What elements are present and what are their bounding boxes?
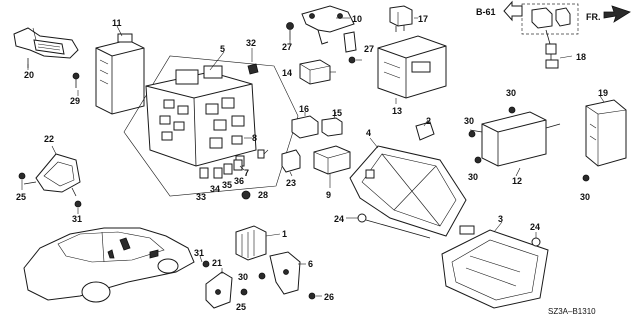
callout-20: 20 [24, 70, 34, 80]
part-30a-bolt [508, 106, 516, 114]
callout-26: 26 [324, 292, 334, 302]
callout-13: 13 [392, 106, 402, 116]
part-6-bracket [269, 251, 301, 295]
part-24b-clip [531, 237, 541, 247]
leader-lines [21, 17, 605, 297]
callout-21: 21 [212, 258, 222, 268]
part-35-fuse [223, 163, 233, 175]
part-15-relay [321, 117, 343, 137]
part-30d-bolt [582, 174, 590, 182]
part-27a-bolt [286, 22, 294, 40]
callout-32: 32 [246, 38, 256, 48]
callout-22: 22 [44, 134, 54, 144]
part-16-relay [291, 115, 319, 139]
reference-b61: B-61 [476, 7, 496, 17]
part-31b-bolt [202, 260, 210, 268]
callout-12: 12 [512, 176, 522, 186]
part-30c-bolt [474, 156, 482, 164]
callout-15: 15 [332, 108, 342, 118]
direction-fr: FR. [586, 12, 601, 22]
callout-2: 2 [426, 116, 431, 126]
callout-34: 34 [210, 184, 220, 194]
callout-23: 23 [286, 178, 296, 188]
callout-19: 19 [598, 88, 608, 98]
part-4-cover [349, 145, 467, 237]
callout-27a: 27 [282, 42, 292, 52]
part-30b-bolt [468, 130, 476, 138]
callout-30d: 30 [580, 192, 590, 202]
part-14-relay [299, 59, 331, 85]
callout-30b: 30 [464, 116, 474, 126]
callout-5: 5 [220, 44, 225, 54]
callout-10: 10 [352, 14, 362, 24]
callout-25a: 25 [16, 192, 26, 202]
part-25b-bolt [240, 288, 248, 296]
part-13-module [377, 35, 447, 99]
part-32-clip [247, 63, 259, 75]
part-12-unit [469, 111, 561, 167]
part-21-bracket [205, 271, 233, 309]
part-28-clip [241, 190, 251, 200]
diagram-code: SZ3A–B1310 [548, 307, 596, 316]
callout-33: 33 [196, 192, 206, 202]
part-30e-bolt [258, 272, 266, 280]
callout-25b: 25 [236, 302, 246, 312]
callout-36: 36 [234, 176, 244, 186]
part-33-fuse [199, 167, 209, 179]
part-9-relay [313, 145, 351, 175]
part-8-fuse [231, 135, 243, 145]
callout-labels: 20 29 11 5 32 27 10 27 17 14 13 16 15 8 … [16, 14, 608, 312]
front-direction-arrow [603, 5, 631, 23]
part-23-relay [281, 149, 301, 173]
part-25a-bolt [18, 172, 26, 180]
part-19-module [585, 99, 627, 167]
part-22-bracket [23, 153, 81, 197]
callout-28: 28 [258, 190, 268, 200]
part-1-unit [235, 225, 267, 261]
part-10-bracket [301, 5, 357, 53]
callout-24b: 24 [530, 222, 540, 232]
part-2-clip [415, 121, 435, 141]
part-34-fuse [213, 167, 223, 179]
callout-4: 4 [366, 128, 371, 138]
callout-1: 1 [282, 229, 287, 239]
part-5-fuse-box-group [123, 55, 299, 197]
callout-16: 16 [299, 104, 309, 114]
callout-18: 18 [576, 52, 586, 62]
callout-24a: 24 [334, 214, 344, 224]
part-20-bracket [13, 27, 79, 68]
part-29-bolt [72, 72, 80, 88]
car-outline [23, 227, 195, 303]
callout-31b: 31 [194, 248, 204, 258]
callout-27b: 27 [364, 44, 374, 54]
part-27b-bolt [348, 56, 356, 64]
reference-arrow-b61 [503, 0, 523, 22]
callout-17: 17 [418, 14, 428, 24]
callout-35: 35 [222, 180, 232, 190]
part-37-fuse [257, 149, 265, 159]
callout-8: 8 [252, 133, 257, 143]
callout-6: 6 [308, 259, 313, 269]
part-31a-bolt [74, 200, 82, 208]
callout-30a: 30 [506, 88, 516, 98]
callout-29: 29 [70, 96, 80, 106]
callout-30e: 30 [238, 272, 248, 282]
part-36-fuse [233, 159, 243, 171]
part-11-control-unit [95, 33, 145, 115]
part-18-switch [521, 3, 579, 69]
part-17-relay [389, 5, 413, 32]
callout-7: 7 [244, 168, 249, 178]
part-3-ecu [441, 225, 549, 309]
callout-31a: 31 [72, 214, 82, 224]
callout-14: 14 [282, 68, 292, 78]
part-26-bolt [308, 292, 316, 300]
callout-30c: 30 [468, 172, 478, 182]
callout-9: 9 [326, 190, 331, 200]
callout-11: 11 [112, 18, 122, 28]
callout-3: 3 [498, 214, 503, 224]
